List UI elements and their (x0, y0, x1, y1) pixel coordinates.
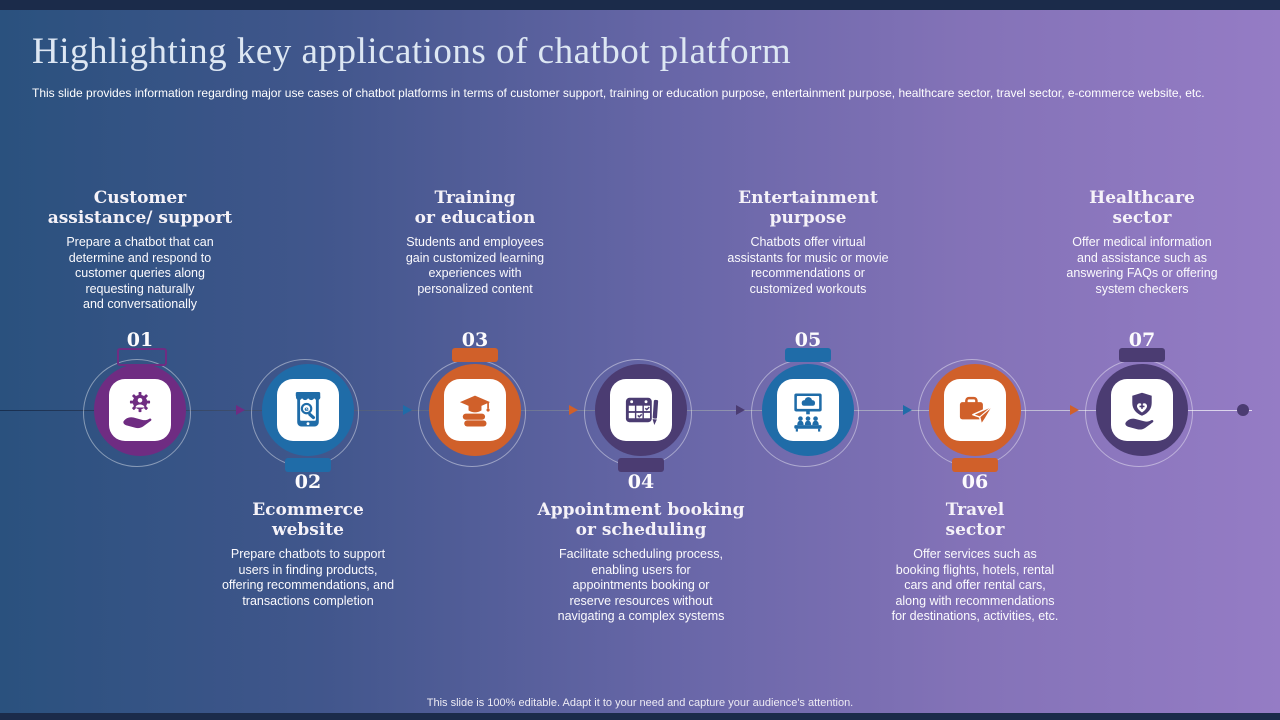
arrow-right-icon (1070, 405, 1079, 415)
milestone-stem (285, 458, 331, 472)
item-title: Appointment booking or scheduling (537, 500, 745, 540)
milestone-stem (785, 348, 831, 362)
support-hand-gear-icon (109, 379, 171, 441)
milestone-circle (929, 364, 1021, 456)
item-title: Ecommerce website (252, 500, 364, 540)
item-description: Chatbots offer virtual assistants for mu… (727, 235, 889, 296)
item-text-01: Customer assistance/ support Prepare a c… (20, 188, 260, 313)
milestone-03 (418, 348, 529, 467)
timeline-end-dot-icon (1237, 404, 1249, 416)
item-number-07: 07 (1128, 329, 1156, 351)
item-number-03: 03 (461, 329, 489, 351)
top-accent-bar (0, 0, 1280, 10)
milestone-ring (83, 359, 191, 467)
ecommerce-mobile-shop-icon: e (277, 379, 339, 441)
item-description: Offer medical information and assistance… (1066, 235, 1218, 296)
shield-hand-icon (1111, 379, 1173, 441)
item-number-05: 05 (794, 329, 822, 351)
item-number-02: 02 (294, 471, 322, 493)
item-text-05: Entertainment purpose Chatbots offer vir… (688, 188, 928, 297)
milestone-04 (584, 356, 695, 472)
page-title: Highlighting key applications of chatbot… (32, 31, 792, 72)
item-title: Healthcare sector (1089, 188, 1195, 228)
arrow-right-icon (403, 405, 412, 415)
item-text-06: Travel sector Offer services such as boo… (855, 500, 1095, 625)
item-title: Training or education (414, 188, 536, 228)
milestone-02: e (251, 356, 362, 472)
milestone-stem (452, 348, 498, 362)
item-text-04: Appointment booking or scheduling Facili… (521, 500, 761, 625)
svg-text:e: e (304, 405, 309, 413)
milestone-01 (83, 348, 194, 467)
item-text-07: Healthcare sector Offer medical informat… (1022, 188, 1262, 297)
briefcase-plane-icon (944, 379, 1006, 441)
milestone-circle: e (262, 364, 354, 456)
milestone-circle (762, 364, 854, 456)
item-title: Travel sector (945, 500, 1005, 540)
milestone-07 (1085, 348, 1196, 467)
slide-subtitle: This slide provides information regardin… (32, 86, 1205, 100)
milestone-circle (1096, 364, 1188, 456)
footer-note: This slide is 100% editable. Adapt it to… (426, 697, 854, 709)
milestone-stem (618, 458, 664, 472)
item-text-02: Ecommerce website Prepare chatbots to su… (188, 500, 428, 609)
milestone-05 (751, 348, 862, 467)
milestone-circle (429, 364, 521, 456)
arrow-right-icon (903, 405, 912, 415)
item-number-01: 01 (126, 329, 154, 351)
education-cap-books-icon (444, 379, 506, 441)
milestone-stem (1119, 348, 1165, 362)
milestone-06 (918, 356, 1029, 472)
item-title: Customer assistance/ support (47, 188, 233, 228)
arrow-right-icon (569, 405, 578, 415)
item-number-06: 06 (961, 471, 989, 493)
calendar-pen-icon (610, 379, 672, 441)
milestone-circle (94, 364, 186, 456)
item-description: Offer services such as booking flights, … (891, 547, 1059, 623)
milestone-circle (595, 364, 687, 456)
item-description: Prepare chatbots to support users in fin… (221, 547, 395, 608)
cinema-audience-icon (777, 379, 839, 441)
milestone-stem (952, 458, 998, 472)
item-title: Entertainment purpose (738, 188, 878, 228)
item-text-03: Training or education Students and emplo… (355, 188, 595, 297)
bottom-accent-bar (0, 713, 1280, 720)
item-description: Students and employees gain customized l… (405, 235, 545, 296)
arrow-right-icon (236, 405, 245, 415)
item-description: Facilitate scheduling process, enabling … (557, 547, 725, 623)
item-description: Prepare a chatbot that can determine and… (66, 235, 214, 311)
item-number-04: 04 (627, 471, 655, 493)
arrow-right-icon (736, 405, 745, 415)
